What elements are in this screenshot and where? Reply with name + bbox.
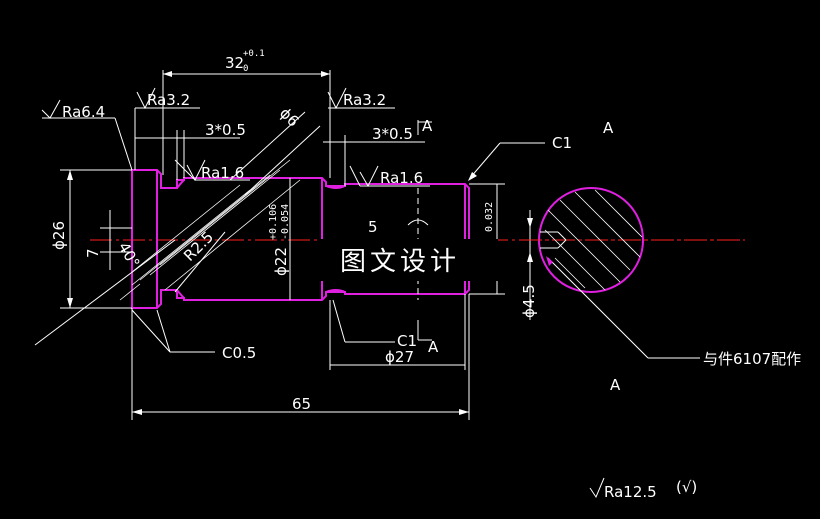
dim-32-base: 32: [225, 54, 244, 72]
roughness-ra64: Ra6.4: [62, 103, 105, 121]
section-label-a3: A: [428, 338, 439, 356]
section-label-a4: A: [610, 376, 621, 394]
dim-65: 65: [292, 395, 311, 413]
watermark-background: [320, 239, 498, 281]
dim-groove-left: 3*0.5: [205, 121, 246, 139]
dim-phi45: ϕ4.5: [520, 284, 538, 318]
dim-phi27: ϕ27: [385, 348, 414, 366]
dim-tol-right: 0.032: [484, 202, 495, 232]
note-mate-6107: 与件6107配作: [703, 350, 801, 368]
roughness-general-mark: (√): [676, 478, 697, 496]
chamfer-c1-bottom: C1: [397, 332, 417, 350]
roughness-ra16-left: Ra1.6: [201, 164, 244, 182]
dim-partial-5: 5: [368, 218, 378, 236]
roughness-ra125: Ra12.5: [604, 483, 657, 501]
dim-groove-right: 3*0.5: [372, 125, 413, 143]
section-view: [520, 187, 745, 359]
watermark-text: 图文设计: [340, 247, 460, 277]
roughness-ra16-right: Ra1.6: [380, 169, 423, 187]
dim-phi6: ϕ6: [276, 104, 302, 130]
chamfer-c1-top: C1: [552, 134, 572, 152]
roughness-ra32-left: Ra3.2: [147, 91, 190, 109]
roughness-ra32-right: Ra3.2: [343, 91, 386, 109]
dim-phi22-upper: +0.106: [268, 204, 279, 240]
dim-phi22-lower: -0.054: [280, 204, 291, 240]
chamfer-c05: C0.5: [222, 344, 256, 362]
roughness-symbols: [41, 87, 605, 499]
dim-r25: R2.5: [180, 228, 217, 265]
dim-7: 7: [84, 248, 102, 258]
dim-32-sup: +0.1: [243, 49, 265, 59]
section-label-a1: A: [422, 117, 433, 135]
section-label-a2: A: [603, 119, 614, 137]
dimension-lines: [34, 70, 545, 420]
dim-32-sub: 0: [243, 64, 248, 74]
dim-phi26: ϕ26: [50, 221, 68, 250]
dim-phi22: ϕ22: [272, 247, 290, 276]
